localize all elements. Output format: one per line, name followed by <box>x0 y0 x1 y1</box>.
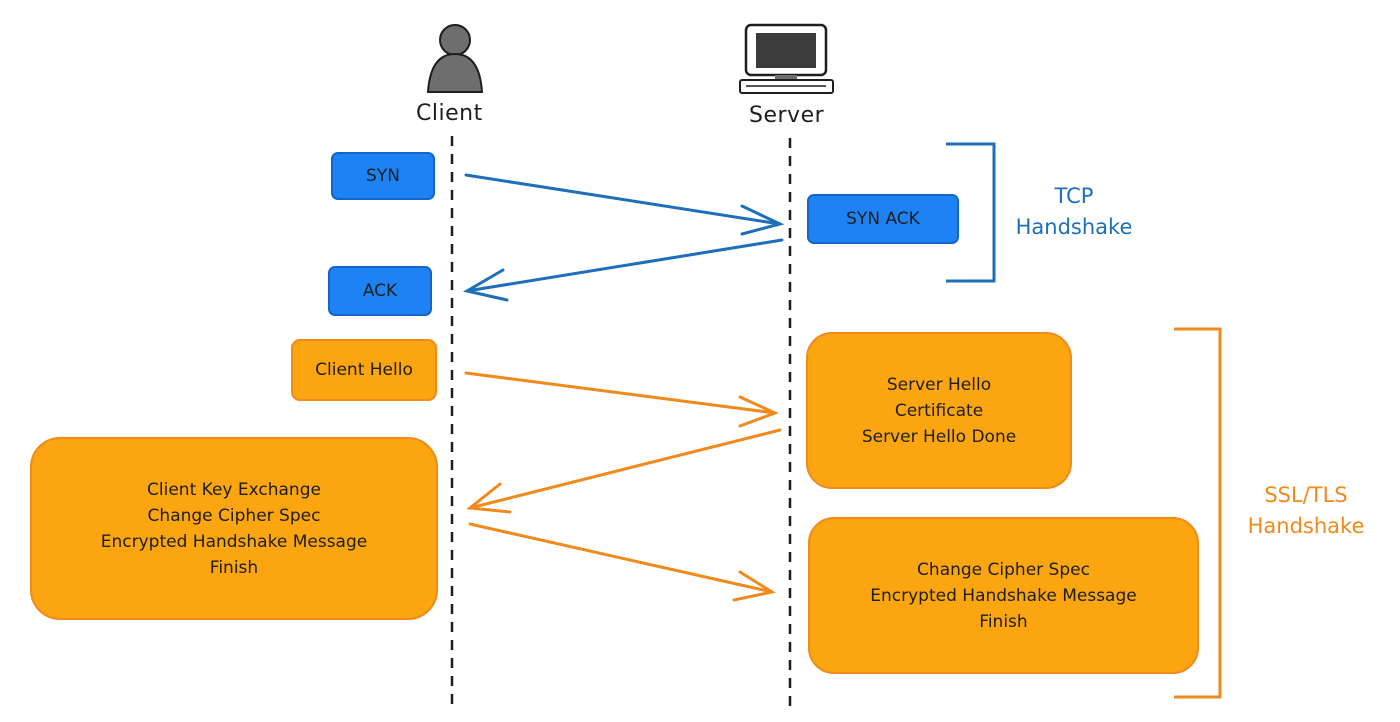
server-hello-done-line: Server Hello Done <box>861 426 1017 447</box>
arrow-client-hello <box>464 371 779 428</box>
client-key-exchange-box: Client Key Exchange Change Cipher Spec E… <box>30 437 438 620</box>
client-hello-box: Client Hello <box>291 339 437 401</box>
client-key-exchange-line: Client Key Exchange <box>147 479 321 500</box>
ack-box: ACK <box>328 266 432 316</box>
server-finish-box: Change Cipher Spec Encrypted Handshake M… <box>808 517 1199 674</box>
tcp-label-line1: TCP <box>1054 184 1094 208</box>
tls-label-line1: SSL/TLS <box>1264 483 1348 507</box>
client-finish-line: Finish <box>209 557 259 578</box>
arrow-server-hello <box>466 428 782 514</box>
tcp-bracket <box>946 142 996 283</box>
syn-box: SYN <box>331 152 435 200</box>
arrow-syn <box>464 173 785 236</box>
client-encrypted-handshake-line: Encrypted Handshake Message <box>100 531 368 552</box>
computer-icon <box>739 23 834 94</box>
server-finish-line: Finish <box>979 611 1028 632</box>
person-icon <box>426 24 484 93</box>
client-change-cipher-spec-line: Change Cipher Spec <box>147 505 321 526</box>
server-hello-line: Server Hello <box>886 374 992 395</box>
tcp-label-line2: Handshake <box>1015 215 1133 239</box>
server-change-cipher-spec-line: Change Cipher Spec <box>917 559 1090 580</box>
arrow-syn-ack <box>462 238 784 302</box>
tls-label-line2: Handshake <box>1247 514 1365 538</box>
syn-ack-label: SYN ACK <box>846 209 920 229</box>
arrow-client-key-exchange <box>468 522 776 602</box>
client-hello-label: Client Hello <box>315 360 413 380</box>
tcp-handshake-label: TCP Handshake <box>1000 181 1148 243</box>
tls-bracket <box>1174 327 1222 699</box>
syn-ack-box: SYN ACK <box>807 194 959 244</box>
server-label: Server <box>749 103 825 128</box>
server-encrypted-handshake-line: Encrypted Handshake Message <box>870 585 1137 606</box>
server-hello-box: Server Hello Certificate Server Hello Do… <box>806 332 1072 489</box>
client-label: Client <box>416 101 483 126</box>
syn-label: SYN <box>366 166 400 186</box>
ack-label: ACK <box>362 281 398 301</box>
certificate-line: Certificate <box>894 400 984 421</box>
tls-handshake-label: SSL/TLS Handshake <box>1232 480 1380 542</box>
